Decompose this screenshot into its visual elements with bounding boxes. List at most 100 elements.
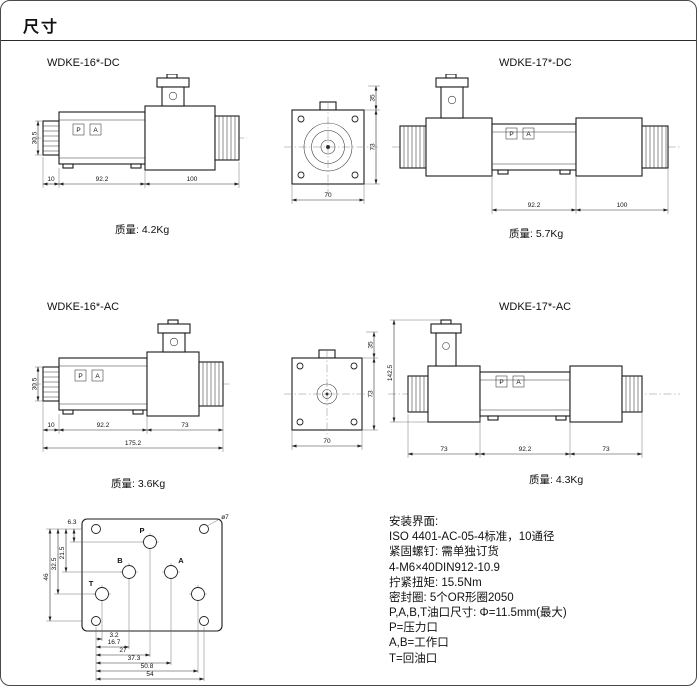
- wdke-16-ac-side-view: P A 30.5 10: [32, 319, 231, 452]
- dim-bottom-4: 50.8: [141, 663, 154, 670]
- body-symbol-right: A: [93, 127, 98, 134]
- dim-height-label: 30.5: [32, 377, 39, 390]
- body-symbol-right: A: [516, 379, 521, 386]
- dim-connector-label: 35: [370, 94, 377, 102]
- body-symbol-left: P: [499, 379, 503, 386]
- wdke-16-dc-side-view: P A 30.5 10 92.2: [32, 74, 247, 188]
- spec-line-installation: 安装界面:: [389, 516, 439, 528]
- spec-line-port-size: P,A,B,T油口尺寸: Φ=11.5mm(最大): [389, 607, 567, 620]
- front-view-dimensions: [291, 331, 378, 450]
- figure-weight: 质量: 5.7Kg: [509, 228, 564, 240]
- dimension-lines: [35, 120, 240, 188]
- dim-overall-label: 175.2: [125, 440, 142, 447]
- dim-overall-height-label: 142.5: [387, 364, 394, 381]
- port-label-a: A: [178, 556, 184, 565]
- dim-body-label: 92.2: [96, 176, 109, 183]
- dim-bottom-2: 27: [119, 647, 127, 654]
- figure-label: WDKE-16*-DC: [47, 57, 120, 69]
- valve-body: [491, 123, 577, 175]
- spec-line-screws: 紧固螺钉: 需单独订货: [389, 546, 499, 559]
- port-label-p: P: [139, 526, 144, 535]
- spec-line-standard: ISO 4401-AC-05-4标准，10通径: [389, 531, 555, 544]
- dim-front-width-label: 70: [324, 192, 332, 199]
- bottom-dimensions: [95, 551, 205, 681]
- hole-diameter-callout: [206, 519, 219, 527]
- front-view: [284, 101, 378, 194]
- left-solenoid: [399, 117, 493, 177]
- page-title: 尺寸: [23, 19, 60, 36]
- mounting-interface-drawing: P B A T ø7 6.3 21.5 32.5 46: [43, 514, 229, 681]
- dim-plug-label: 10: [47, 422, 55, 429]
- dim-left-0: 6.3: [67, 519, 76, 526]
- figure-weight: 质量: 3.6Kg: [111, 478, 166, 490]
- title-divider: [1, 40, 696, 41]
- port-label-t: T: [89, 579, 94, 588]
- mounting-specs: 安装界面: ISO 4401-AC-05-4标准，10通径 紧固螺钉: 需单独订…: [389, 515, 567, 667]
- figure-label: WDKE-17*-DC: [499, 57, 572, 69]
- hole-diameter-label: ø7: [221, 514, 229, 521]
- dim-height-label: 30.5: [32, 131, 39, 144]
- body-symbol-right: A: [526, 131, 531, 138]
- overall-height-dimension: [390, 319, 441, 423]
- spec-line-p: P=压力口: [389, 622, 438, 635]
- mounting-plate: [81, 518, 223, 632]
- wdke-17-ac-views: 70 35 73 142.5: [284, 319, 680, 458]
- port-label-b: B: [117, 556, 123, 565]
- right-solenoid: [569, 365, 643, 423]
- body-symbol-left: P: [509, 131, 513, 138]
- dim-solenoid-label: 73: [181, 422, 189, 429]
- right-solenoid: [575, 117, 669, 177]
- valve-body: [58, 111, 146, 169]
- figure-wdke-16-dc: WDKE-16*-DC P A: [31, 57, 271, 237]
- dim-bottom-3: 37.3: [128, 655, 141, 662]
- spec-line-t: T=回油口: [389, 652, 438, 665]
- dim-right-label: 73: [602, 446, 610, 453]
- left-solenoid: [407, 365, 481, 423]
- dim-body-label: 92.2: [97, 422, 110, 429]
- body-symbol-right: A: [95, 373, 100, 380]
- din-connector: [156, 74, 190, 107]
- figure-label: WDKE-17*-AC: [499, 301, 572, 313]
- dimension-lines: [407, 412, 643, 458]
- din-connector: [157, 319, 191, 353]
- spec-line-seals: 密封圈: 5个OR形圈2050: [389, 591, 514, 604]
- spec-line-screw-type: 4-M6×40DIN912-10.9: [389, 561, 500, 574]
- dim-bottom-1: 16.7: [108, 639, 121, 646]
- dim-left-2: 32.5: [51, 557, 58, 570]
- wdke-17-dc-views: 70 35 73: [284, 74, 680, 214]
- figure-weight: 质量: 4.2Kg: [115, 224, 170, 236]
- figure-mounting-interface: P B A T ø7 6.3 21.5 32.5 46: [26, 509, 256, 685]
- valve-body: [479, 371, 571, 421]
- front-view-dimensions: [291, 85, 380, 204]
- dimension-lines: [35, 366, 224, 452]
- dim-left-1: 21.5: [59, 546, 66, 559]
- valve-body: [58, 357, 148, 415]
- dim-solenoid-label: 100: [187, 176, 198, 183]
- solenoid: [146, 351, 224, 417]
- din-connector: [430, 319, 462, 367]
- spec-line-ab: A,B=工作口: [389, 637, 449, 650]
- dim-bottom-0: 3.2: [109, 632, 118, 639]
- dim-front-height-label: 73: [368, 390, 375, 398]
- dim-body-label: 92.2: [528, 202, 541, 209]
- front-view: [284, 349, 374, 438]
- dim-front-width-label: 70: [323, 438, 331, 445]
- dim-body-label: 92.2: [519, 446, 532, 453]
- figure-wdke-17-dc: WDKE-17*-DC: [284, 57, 684, 241]
- dim-plug-label: 10: [47, 176, 55, 183]
- left-dimensions: [46, 528, 143, 622]
- dim-solenoid-label: 100: [617, 202, 628, 209]
- end-plug: [42, 366, 60, 402]
- figure-label: WDKE-16*-AC: [47, 301, 120, 313]
- figure-wdke-16-ac: WDKE-16*-AC P A: [31, 301, 271, 491]
- din-connector: [435, 74, 469, 119]
- dim-left-3: 46: [43, 573, 50, 581]
- dim-bottom-5: 54: [146, 671, 154, 678]
- body-symbol-left: P: [76, 127, 80, 134]
- dim-left-label: 73: [440, 446, 448, 453]
- bolt-holes: [91, 524, 209, 626]
- end-plug: [42, 120, 60, 156]
- port-holes: [93, 533, 207, 603]
- dimension-lines: [491, 168, 669, 214]
